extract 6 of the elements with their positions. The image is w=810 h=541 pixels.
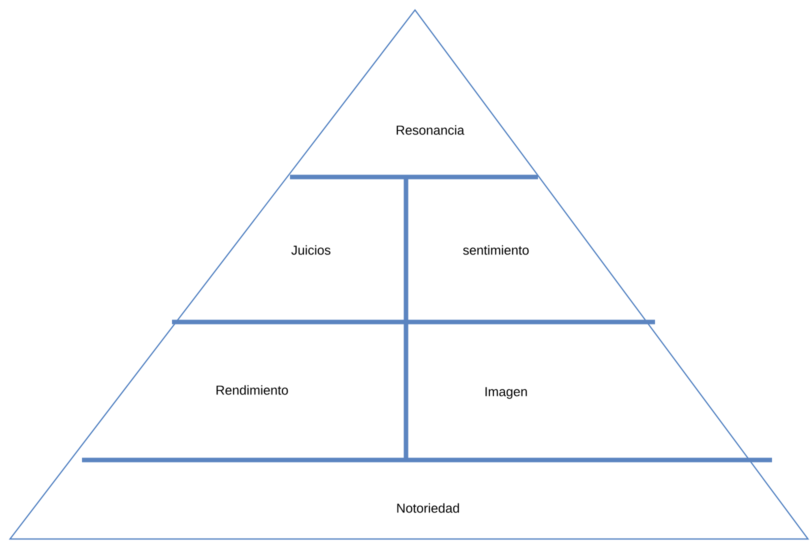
level-label: Imagen — [486, 387, 527, 399]
level-label: sentimiento — [463, 245, 529, 255]
level-label: Juicios — [291, 245, 330, 255]
level-label: Resonancia — [396, 125, 464, 135]
level-label: Notoriedad — [397, 503, 459, 513]
level-label: Rendimiento — [216, 385, 288, 395]
